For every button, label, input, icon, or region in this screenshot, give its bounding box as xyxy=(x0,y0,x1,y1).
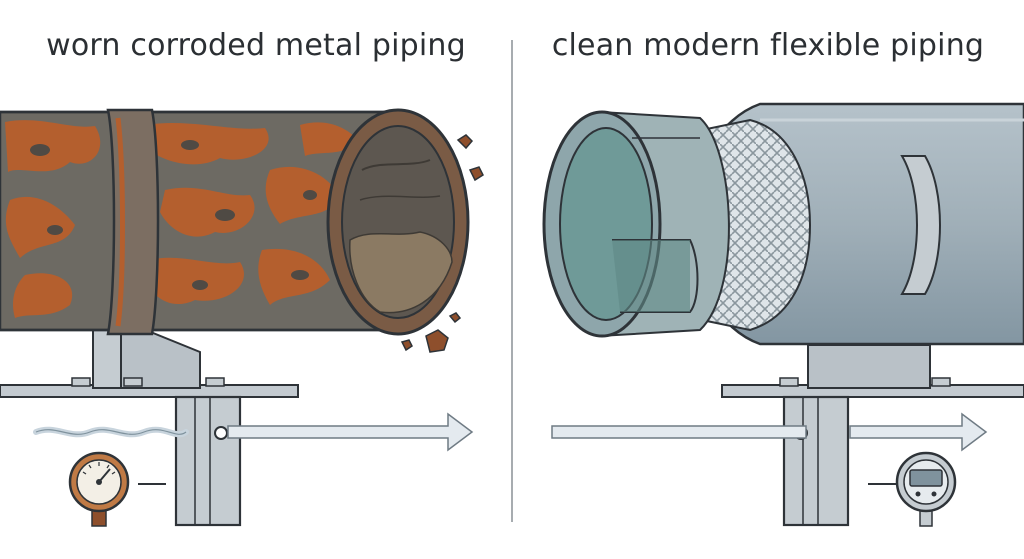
rust-patches xyxy=(5,120,358,318)
right-panel xyxy=(542,102,1024,527)
rust-debris xyxy=(400,134,484,353)
left-support-post xyxy=(174,395,242,527)
braided-layer xyxy=(701,118,812,332)
left-panel xyxy=(0,108,484,527)
right-support-post xyxy=(782,395,850,527)
dark-pits xyxy=(30,140,317,290)
pipe-coupling-band xyxy=(106,108,160,336)
right-flow-arrow xyxy=(849,412,988,452)
digital-pressure-gauge-icon xyxy=(868,451,957,527)
left-panel-title: worn corroded metal piping xyxy=(46,28,466,63)
right-flow-line xyxy=(551,425,807,439)
left-flow-arrow xyxy=(227,412,474,452)
pipe-clip xyxy=(900,155,941,295)
right-panel-title: clean modern flexible piping xyxy=(551,28,985,63)
analog-pressure-gauge-icon xyxy=(68,451,166,527)
